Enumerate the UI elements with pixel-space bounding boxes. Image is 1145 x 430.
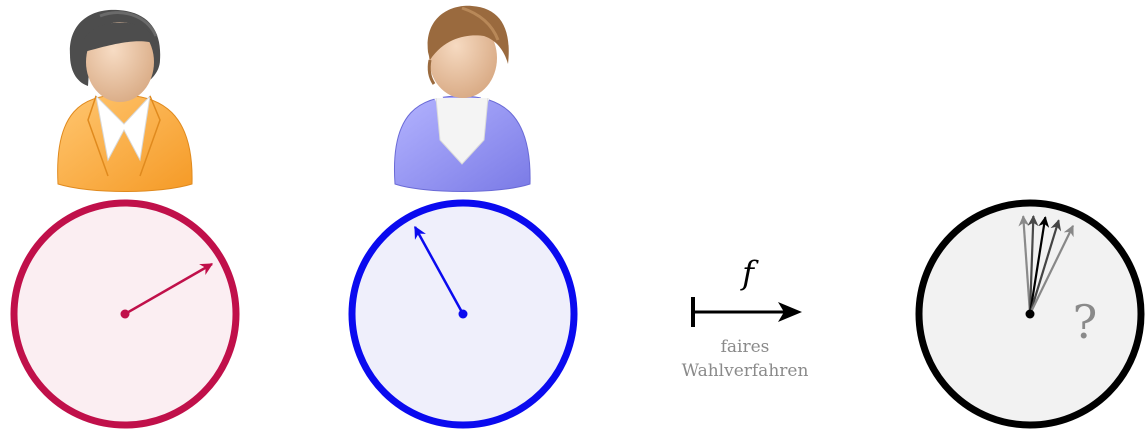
dial-crimson <box>14 203 236 425</box>
dial-result-center <box>1026 310 1035 319</box>
map-caption-line2: Wahlverfahren <box>682 361 809 381</box>
dial-blue <box>352 203 574 425</box>
dial-result: ? <box>919 203 1141 425</box>
result-question-mark: ? <box>1073 295 1098 349</box>
dial-crimson-center <box>121 310 130 319</box>
mapping-arrow: f faires Wahlverfahren <box>682 254 809 381</box>
person-woman-icon <box>58 10 192 192</box>
map-symbol: f <box>740 254 759 292</box>
map-caption-line1: faires <box>721 337 770 357</box>
person-man-icon <box>394 6 530 192</box>
dial-blue-center <box>459 310 468 319</box>
